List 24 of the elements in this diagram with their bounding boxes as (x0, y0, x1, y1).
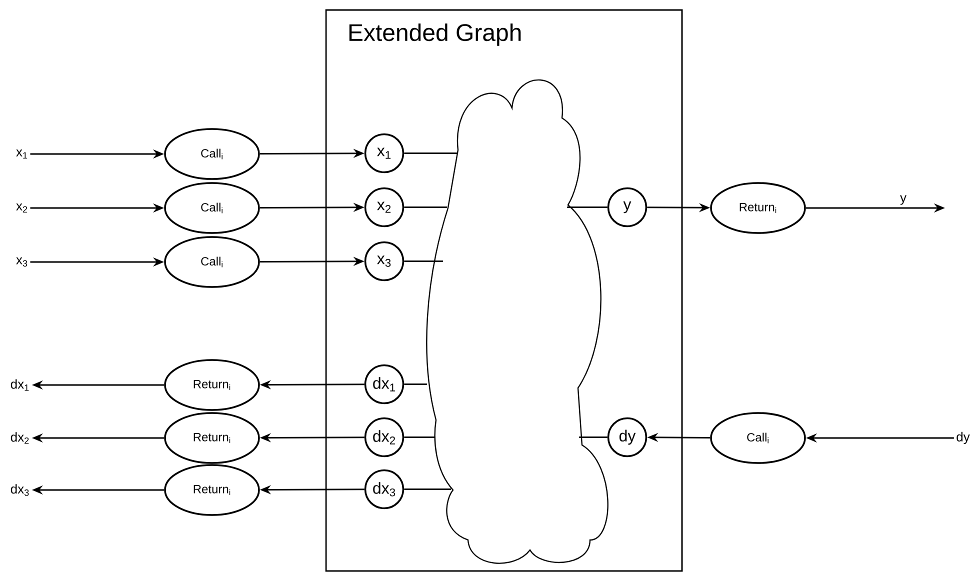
ellipse-node: Call$_{i}$ (164, 236, 260, 288)
ellipse-node: Return$_{i}$ (164, 464, 260, 516)
edge-label: y (900, 195, 906, 205)
ellipse-node: Return$_{i}$ (164, 412, 260, 464)
ellipse-node: Call$_{i}$ (710, 412, 806, 464)
connector-line (567, 206, 608, 208)
variable-label: dx$_{2}$ (10, 432, 29, 444)
variable-label: dx$_{3}$ (10, 484, 29, 496)
variable-label: x$_{2}$ (16, 203, 28, 213)
connector-line (404, 436, 436, 438)
variable-label: dx$_{1}$ (10, 379, 29, 391)
connector-line (579, 436, 608, 438)
connector-line (404, 384, 428, 385)
connector-line (404, 260, 444, 262)
variable-label: dy (956, 432, 970, 444)
ellipse-node: Return$_{i}$ (164, 359, 260, 411)
cloud-shape (426, 79, 608, 564)
ellipse-node: Return$_{i}$ (710, 182, 806, 234)
variable-label: x$_{1}$ (16, 150, 28, 158)
ellipse-node: Call$_{i}$ (164, 128, 260, 180)
ellipse-node: Call$_{i}$ (164, 182, 260, 234)
connector-line (404, 152, 458, 154)
connector-line (404, 206, 448, 208)
variable-label: x$_{3}$ (16, 257, 28, 267)
